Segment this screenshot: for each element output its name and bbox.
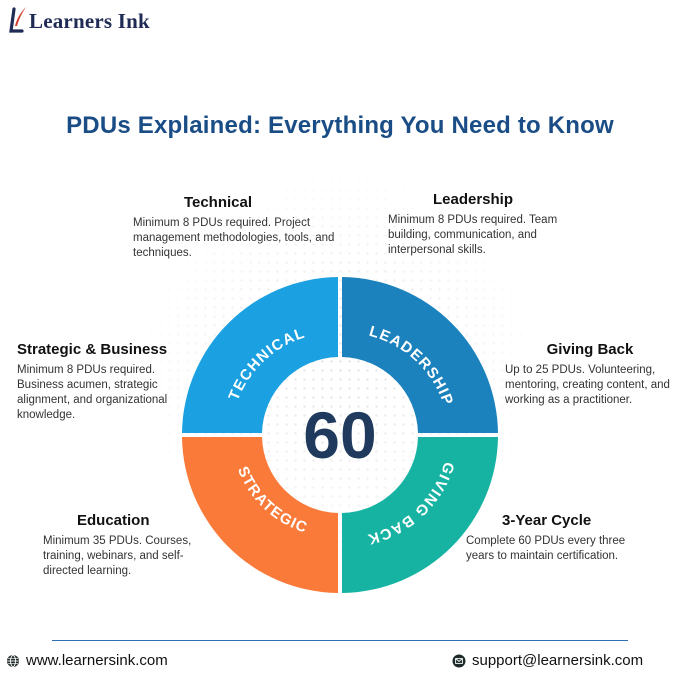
footer-website-text[interactable]: www.learnersink.com <box>26 652 168 669</box>
page-title: PDUs Explained: Everything You Need to K… <box>66 112 614 139</box>
block-text-giving-back: Up to 25 PDUs. Volunteering, mentoring, … <box>505 364 670 406</box>
footer-divider <box>52 640 628 641</box>
center-value: 60 <box>303 398 376 472</box>
block-title-cycle: 3-Year Cycle <box>502 512 592 529</box>
dotted-background <box>120 150 560 590</box>
block-title-education: Education <box>77 512 150 529</box>
segment-strategic <box>182 437 338 593</box>
globe-icon <box>7 654 19 667</box>
footer-email-text[interactable]: support@learnersink.com <box>472 652 644 669</box>
block-text-strategic: Minimum 8 PDUs required. Business acumen… <box>17 364 168 421</box>
block-title-technical: Technical <box>183 194 253 211</box>
brand-name: Learners Ink <box>29 8 150 33</box>
segment-giving-back <box>342 437 498 593</box>
block-title-leadership: Leadership <box>432 191 514 208</box>
info-block-leadership: Leadership Minimum 8 PDUs required. Team… <box>388 192 598 258</box>
info-block-technical: Technical Minimum 8 PDUs required. Proje… <box>133 195 343 261</box>
footer-email[interactable]: support@learnersink.com <box>452 652 643 669</box>
brand-logo[interactable]: Learners Ink <box>6 6 150 36</box>
info-block-cycle: 3-Year Cycle Complete 60 PDUs every thre… <box>466 513 646 564</box>
segment-technical <box>182 277 338 433</box>
block-title-giving-back: Giving Back <box>546 341 634 358</box>
quill-pen-icon <box>9 7 26 33</box>
block-text-technical: Minimum 8 PDUs required. Project managem… <box>133 217 335 259</box>
segment-leadership <box>342 277 498 433</box>
info-block-giving-back: Giving Back Up to 25 PDUs. Volunteering,… <box>505 342 675 408</box>
block-text-cycle: Complete 60 PDUs every three years to ma… <box>466 535 626 562</box>
info-block-strategic: Strategic & Business Minimum 8 PDUs requ… <box>17 342 202 423</box>
footer-website[interactable]: www.learnersink.com <box>6 652 168 669</box>
envelope-icon <box>452 654 466 667</box>
block-text-education: Minimum 35 PDUs. Courses, training, webi… <box>43 535 192 577</box>
block-text-leadership: Minimum 8 PDUs required. Team building, … <box>388 214 558 256</box>
block-title-strategic: Strategic & Business <box>17 341 168 358</box>
info-block-education: Education Minimum 35 PDUs. Courses, trai… <box>43 513 218 579</box>
